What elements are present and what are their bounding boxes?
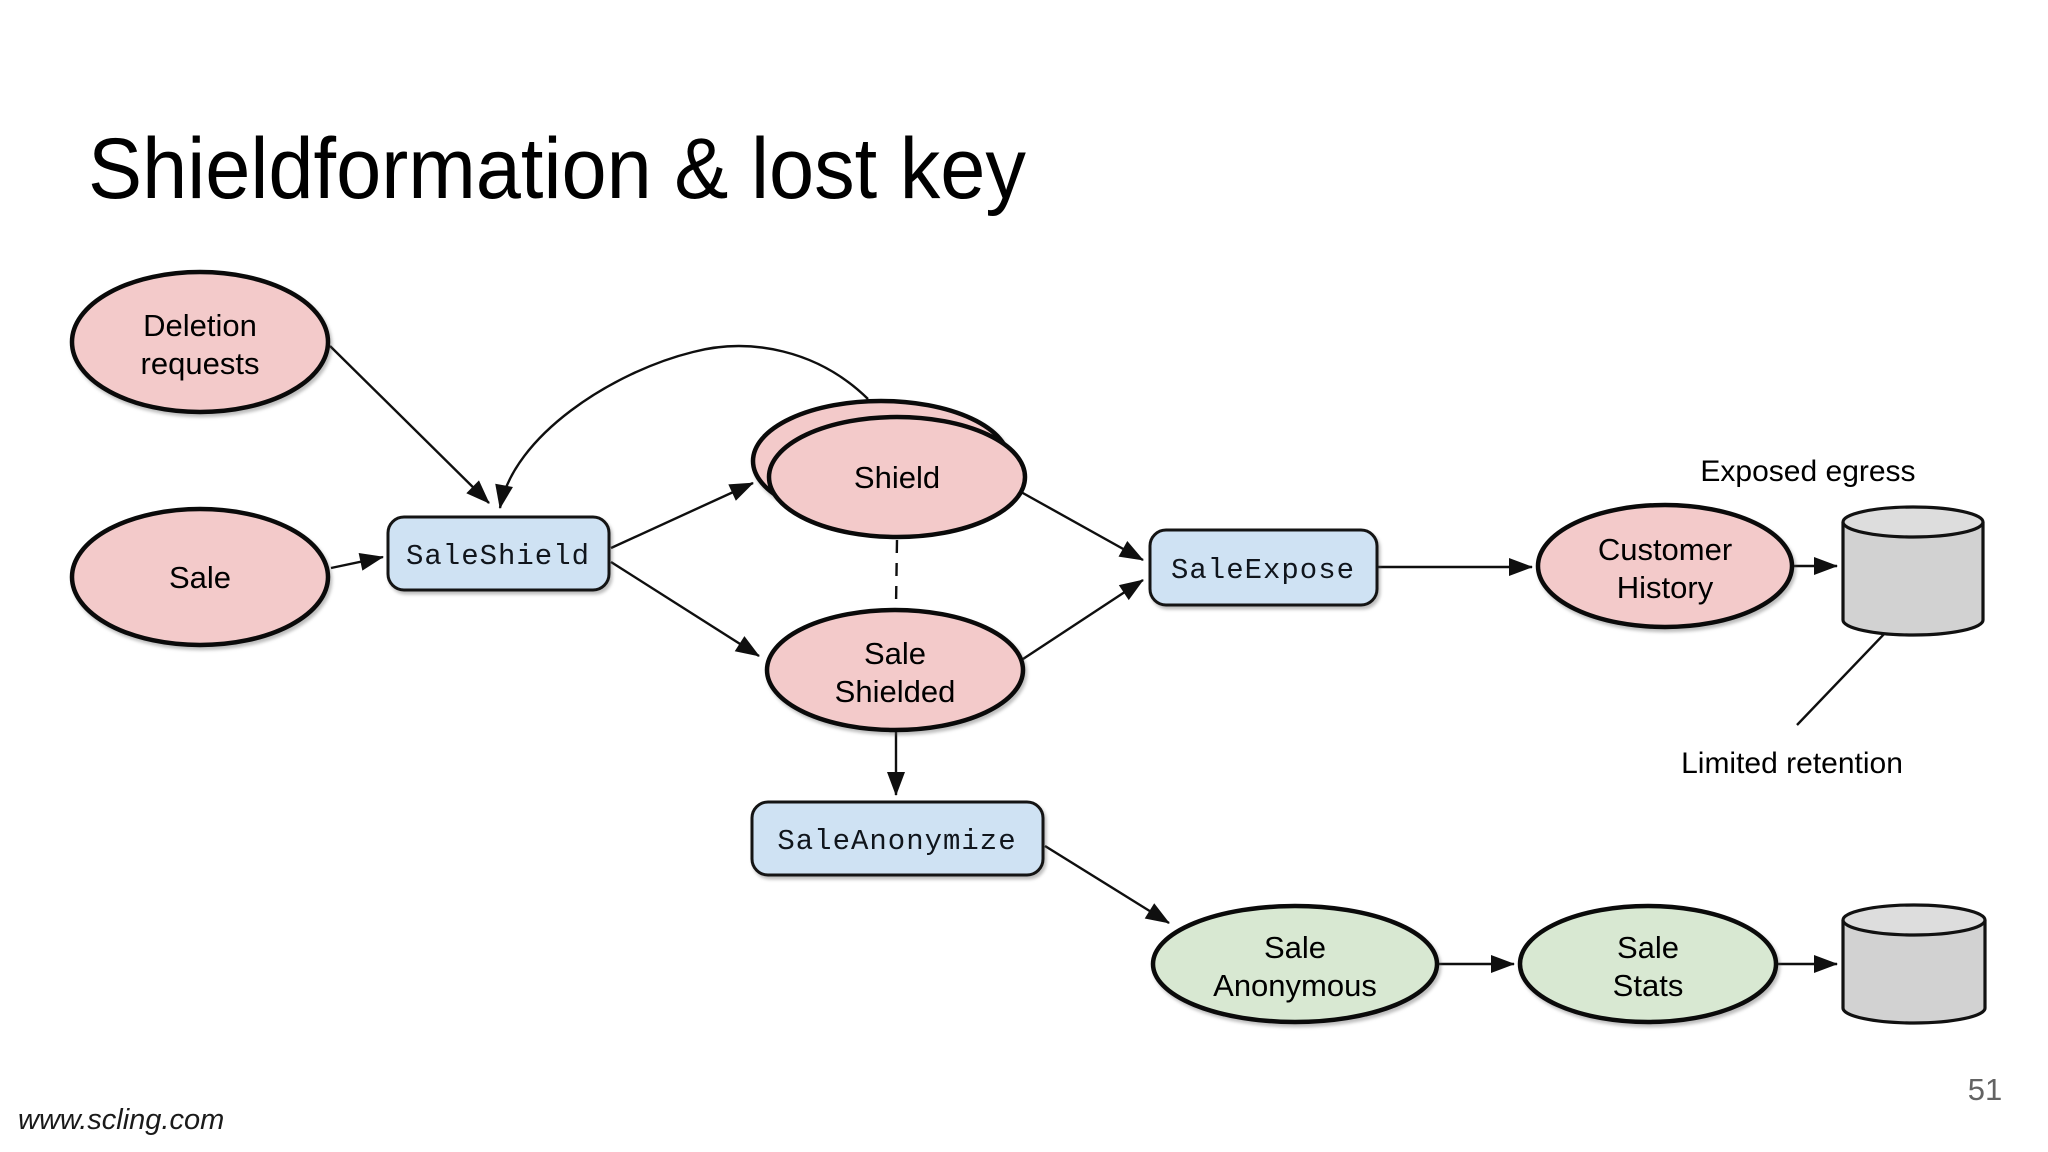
node-shield: Shield [750,398,1028,540]
node-saleexpose: SaleExpose [1148,528,1379,607]
sale-shielded-label-line1: Sale [864,636,926,671]
sale-anonymous-ellipse [1150,903,1440,1025]
node-sale: Sale [69,506,331,648]
sale-stats-label-line1: Sale [1617,930,1679,965]
database-cylinder-body [1841,522,1985,637]
saleshield-box [386,515,611,592]
arrow-shield-loop-to-saleshield [495,344,869,509]
database-cylinder-body [1841,920,1987,1025]
arrow-saleshield-to-shield [610,481,754,550]
saleanonymize-label: SaleAnonymize [777,825,1016,858]
arrow-saleanonymize-to-saleanonymous [1044,844,1170,925]
database-cylinder-top [1841,903,1987,937]
node-sale-stats: Sale Stats [1517,903,1779,1025]
sale-shielded-label-line2: Shielded [835,674,956,709]
arrow-deletion-to-saleshield [329,345,490,504]
shield-front-ellipse [766,414,1028,540]
customer-history-ellipse [1535,502,1795,630]
database-cylinder-top [1841,505,1985,539]
sale-stats-ellipse [1517,903,1779,1025]
deletion-requests-label-line1: Deletion [143,308,257,343]
saleexpose-label: SaleExpose [1171,554,1355,587]
saleshield-label: SaleShield [406,540,590,573]
node-sale-anonymous: Sale Anonymous [1150,903,1440,1025]
deletion-requests-label-line2: requests [141,346,260,381]
arrow-sale-to-saleshield [330,552,384,571]
node-sale-shielded: Sale Shielded [764,607,1026,733]
shield-label: Shield [854,460,940,495]
exposed-egress-annotation: Exposed egress [1700,455,1915,488]
limited-retention-annotation: Limited retention [1681,747,1903,780]
sale-ellipse [69,506,331,648]
limited-retention-callout-line [1796,631,1887,726]
sale-anonymous-label-line1: Sale [1264,930,1326,965]
customer-history-label-line2: History [1617,570,1714,605]
saleanonymize-box [750,800,1045,877]
node-customer-history: Customer History [1535,502,1795,630]
saleexpose-box [1148,528,1379,607]
edges [329,344,1887,973]
sale-label: Sale [169,560,231,595]
database-exposed-egress-icon [1841,505,1985,637]
customer-history-label-line1: Customer [1598,532,1732,567]
slide-title: Shieldformation & lost key [88,121,1026,217]
sale-shielded-ellipse [764,607,1026,733]
arrow-shield-to-saleexpose [1020,490,1144,562]
arrow-saleshielded-to-saleexpose [1022,578,1144,661]
dashed-link-shield-saleshielded [894,539,899,607]
page-number: 51 [1968,1072,2002,1107]
website-footer: www.scling.com [18,1104,224,1136]
node-saleshield: SaleShield [386,515,611,592]
arrow-saleshield-to-saleshielded [610,560,760,658]
sale-stats-label-line2: Stats [1613,968,1684,1003]
node-saleanonymize: SaleAnonymize [750,800,1045,877]
node-deletion-requests: Deletion requests [69,269,331,415]
deletion-requests-ellipse [69,269,331,415]
database-stats-icon [1841,903,1987,1025]
sale-anonymous-label-line2: Anonymous [1213,968,1377,1003]
